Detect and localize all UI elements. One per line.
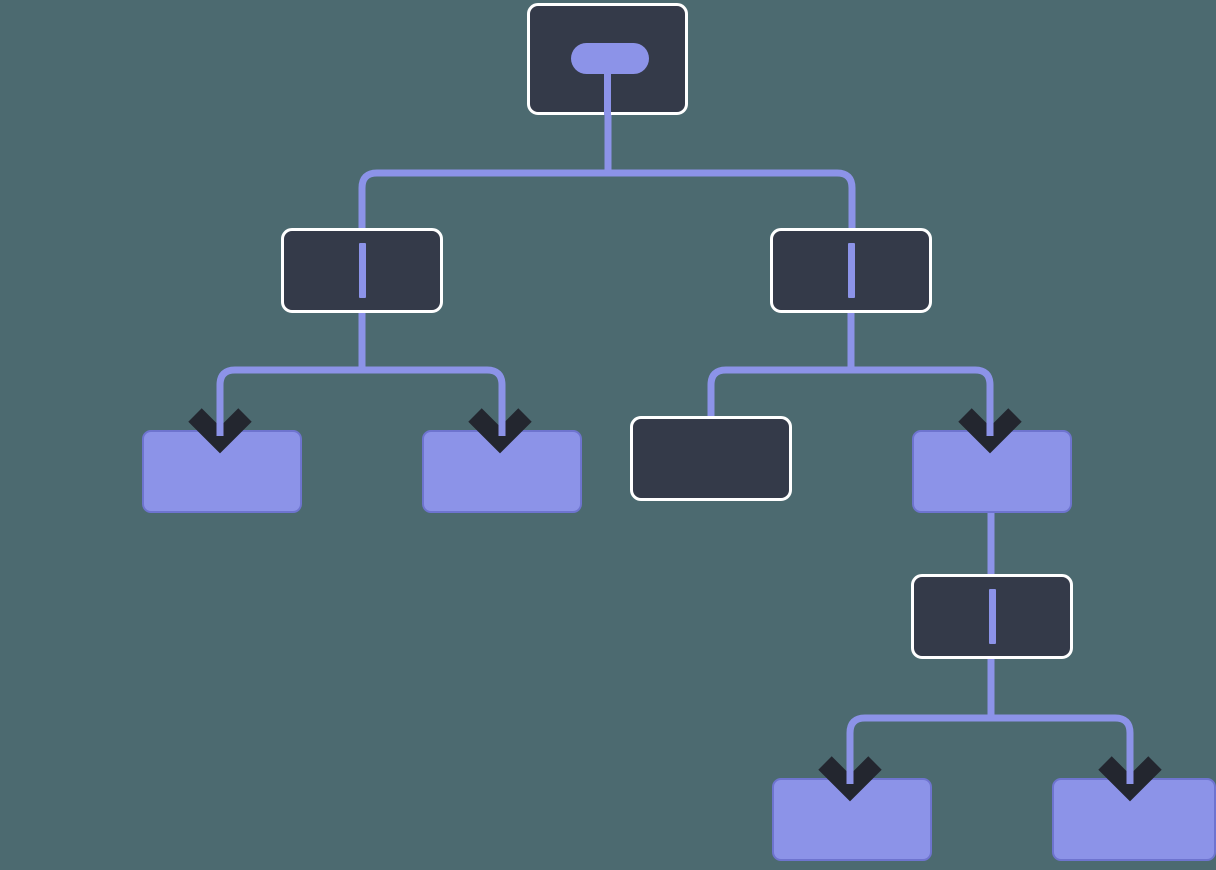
branch-node-left[interactable] xyxy=(281,228,443,313)
root-pill-stem xyxy=(604,66,611,115)
leaf-node-3[interactable] xyxy=(912,430,1072,513)
branch-lower-inner-bar xyxy=(988,589,996,644)
branch-left-inner-bar xyxy=(358,243,366,298)
root-node[interactable] xyxy=(527,3,688,115)
branch-node-lower[interactable] xyxy=(911,574,1073,659)
leaf-node-2[interactable] xyxy=(422,430,582,513)
leaf-node-4[interactable] xyxy=(772,778,932,861)
branch-node-right[interactable] xyxy=(770,228,932,313)
branch-right-inner-bar xyxy=(847,243,855,298)
leaf-node-1[interactable] xyxy=(142,430,302,513)
terminal-node-dark[interactable] xyxy=(630,416,792,501)
leaf-node-5[interactable] xyxy=(1052,778,1216,861)
